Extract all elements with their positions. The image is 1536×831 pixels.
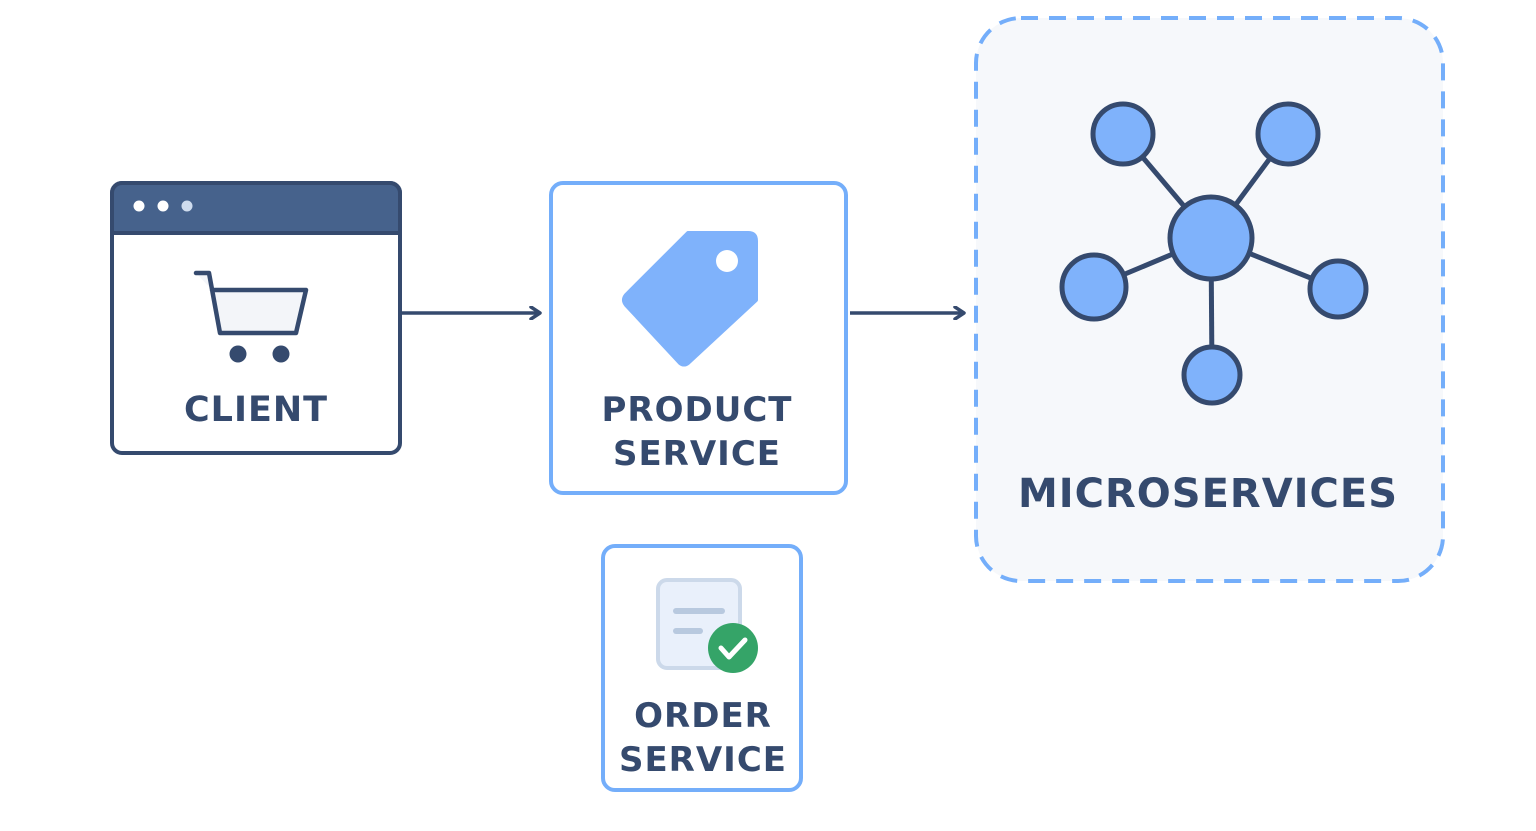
satellite-node bbox=[1255, 101, 1321, 167]
check-circle-icon bbox=[708, 623, 758, 673]
client-node: CLIENT bbox=[110, 181, 402, 455]
network-hub-icon bbox=[1059, 101, 1369, 406]
hub-node bbox=[1167, 194, 1255, 282]
window-dot bbox=[157, 200, 169, 212]
product-service-label-line2: SERVICE bbox=[613, 434, 781, 474]
microservices-node: MICROSERVICES bbox=[974, 16, 1445, 583]
window-dot bbox=[181, 200, 193, 212]
satellite-node bbox=[1090, 101, 1156, 167]
client-label: CLIENT bbox=[184, 390, 328, 430]
microservices-label: MICROSERVICES bbox=[1018, 471, 1398, 517]
client-window-titlebar bbox=[110, 181, 402, 235]
document-check-icon bbox=[656, 578, 758, 673]
product-service-label-line1: PRODUCT bbox=[602, 390, 793, 430]
window-dots-icon bbox=[133, 200, 193, 212]
order-service-label-line2: SERVICE bbox=[619, 740, 787, 780]
satellite-node bbox=[1307, 258, 1369, 320]
order-service-label-line1: ORDER bbox=[634, 696, 772, 736]
order-service-node: ORDER SERVICE bbox=[601, 544, 803, 792]
shopping-cart-icon bbox=[193, 270, 309, 363]
satellite-node bbox=[1181, 344, 1243, 406]
price-tag-icon bbox=[622, 231, 758, 367]
product-service-node: PRODUCT SERVICE bbox=[549, 181, 848, 495]
satellite-node bbox=[1059, 252, 1129, 322]
window-dot bbox=[133, 200, 145, 212]
